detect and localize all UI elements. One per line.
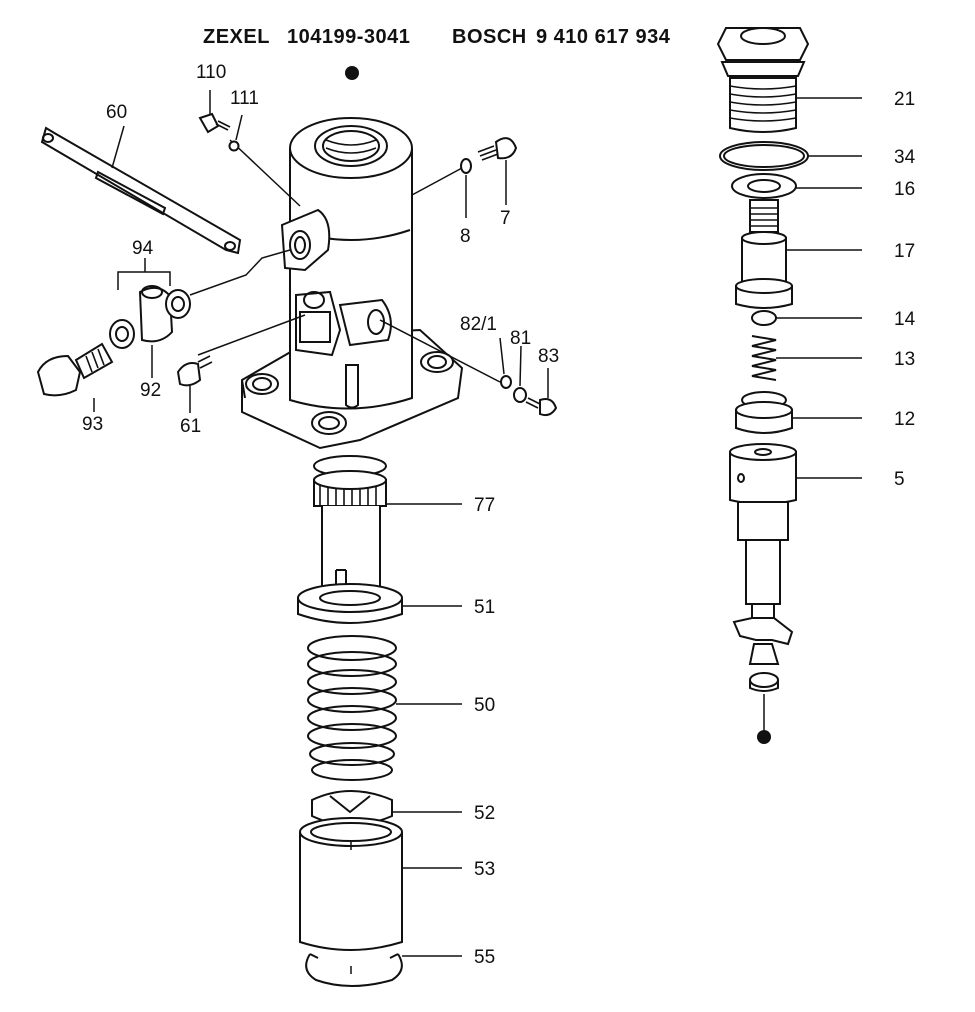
callout-51: 51 xyxy=(474,597,495,618)
part-50-spring xyxy=(307,635,462,781)
part-83-screw xyxy=(525,368,558,417)
callout-83: 83 xyxy=(538,346,559,367)
part-55-clip xyxy=(305,953,462,987)
part-94-bracket xyxy=(117,258,171,290)
part-82-1-washer xyxy=(499,337,512,389)
part-111-washer xyxy=(228,114,243,152)
callout-82-1: 82/1 xyxy=(460,314,497,335)
part-8-washer xyxy=(460,158,472,218)
alignment-dot-top xyxy=(345,66,359,80)
part-92-banjo-fitting xyxy=(109,285,191,378)
callout-12: 12 xyxy=(894,409,915,430)
callout-110: 110 xyxy=(196,62,226,83)
part-14-seat xyxy=(751,310,862,326)
part-61-screw xyxy=(176,355,213,413)
brand-bosch: BOSCH xyxy=(452,26,527,48)
part-53-tappet xyxy=(299,817,462,951)
callout-111: 111 xyxy=(230,88,259,109)
callout-8: 8 xyxy=(460,226,471,247)
part-93-banjo-bolt xyxy=(36,342,114,412)
callout-34: 34 xyxy=(894,147,916,168)
alignment-dot-bottom xyxy=(757,730,771,744)
part-number-bosch: 9 410 617 934 xyxy=(536,26,671,48)
part-81-washer xyxy=(513,345,527,403)
part-52-lower-seat xyxy=(311,790,462,826)
callout-13: 13 xyxy=(894,349,915,370)
callout-14: 14 xyxy=(894,309,916,330)
part-16-gasket xyxy=(731,173,862,199)
callout-21: 21 xyxy=(894,89,915,110)
part-51-spring-seat xyxy=(297,583,462,624)
callout-55: 55 xyxy=(474,947,495,968)
part-17-delivery-valve xyxy=(735,199,862,309)
callout-93: 93 xyxy=(82,414,103,435)
brand-zexel: ZEXEL xyxy=(203,26,270,48)
part-77-control-sleeve xyxy=(313,455,462,591)
callout-94: 94 xyxy=(132,238,154,259)
part-21-valve-holder xyxy=(716,27,862,133)
callout-61: 61 xyxy=(180,416,201,437)
part-13-spring xyxy=(751,335,862,381)
callout-60: 60 xyxy=(106,102,127,123)
callout-77: 77 xyxy=(474,495,495,516)
callout-81: 81 xyxy=(510,328,531,349)
part-12-valve-seat xyxy=(735,391,862,434)
part-number-zexel: 104199-3041 xyxy=(287,26,411,48)
pump-housing xyxy=(241,117,464,450)
callout-16: 16 xyxy=(894,179,915,200)
callout-5: 5 xyxy=(894,469,905,490)
callout-52: 52 xyxy=(474,803,495,824)
callout-50: 50 xyxy=(474,695,495,716)
callout-53: 53 xyxy=(474,859,495,880)
callout-7: 7 xyxy=(500,208,511,229)
part-110-bolt xyxy=(198,90,231,134)
callout-92: 92 xyxy=(140,380,161,401)
part-34-o-ring xyxy=(719,141,862,171)
callout-17: 17 xyxy=(894,241,915,262)
part-60-lever xyxy=(40,125,242,255)
part-5-plunger-barrel xyxy=(729,443,862,730)
part-7-screw xyxy=(477,137,518,205)
